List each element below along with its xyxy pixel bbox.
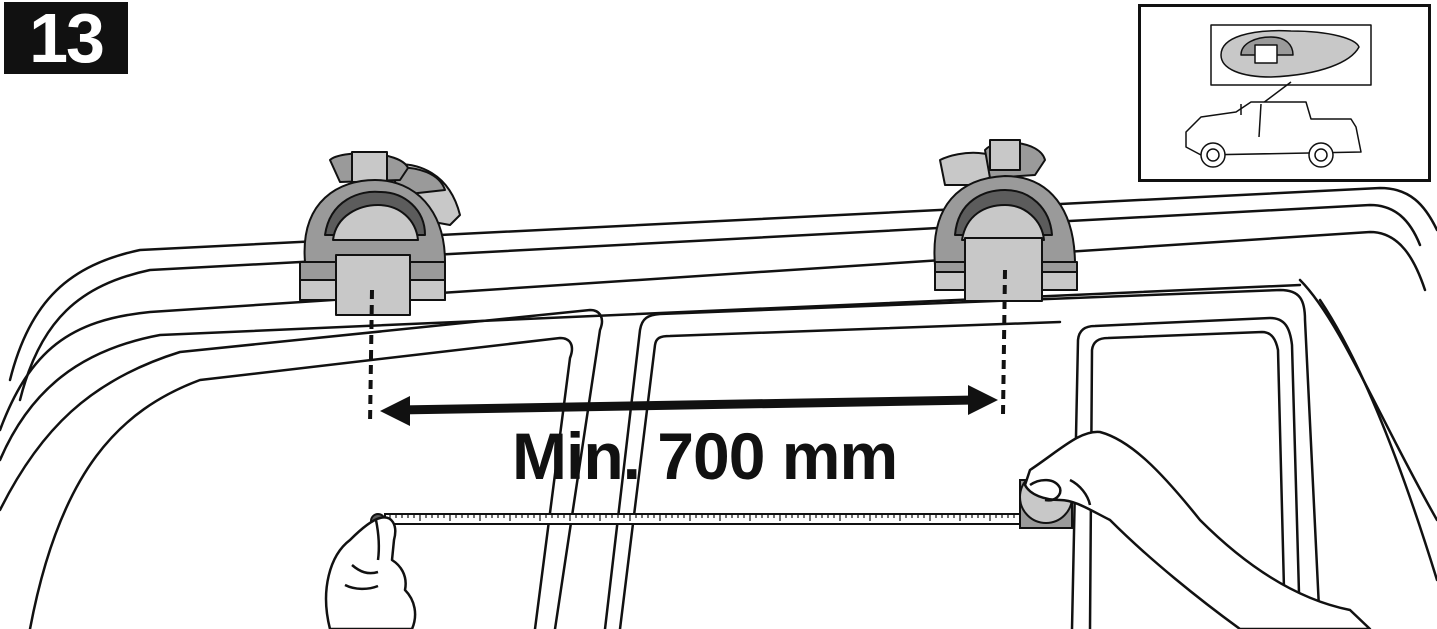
left-dashed-guide (368, 289, 374, 426)
right-dashed-guide (1001, 269, 1007, 416)
left-roof-foot (299, 151, 461, 316)
pickup-truck-icon (1185, 24, 1372, 168)
roof-outline-outer (8, 186, 1437, 382)
roof-outline-inner (18, 203, 1422, 402)
vehicle-inset (1138, 4, 1431, 182)
right-hand (1023, 430, 1372, 629)
left-hand (324, 516, 417, 629)
minimum-distance-label: Min. 700 mm (512, 419, 898, 493)
distance-arrow (380, 385, 998, 426)
step-number-badge: 13 (4, 2, 128, 74)
